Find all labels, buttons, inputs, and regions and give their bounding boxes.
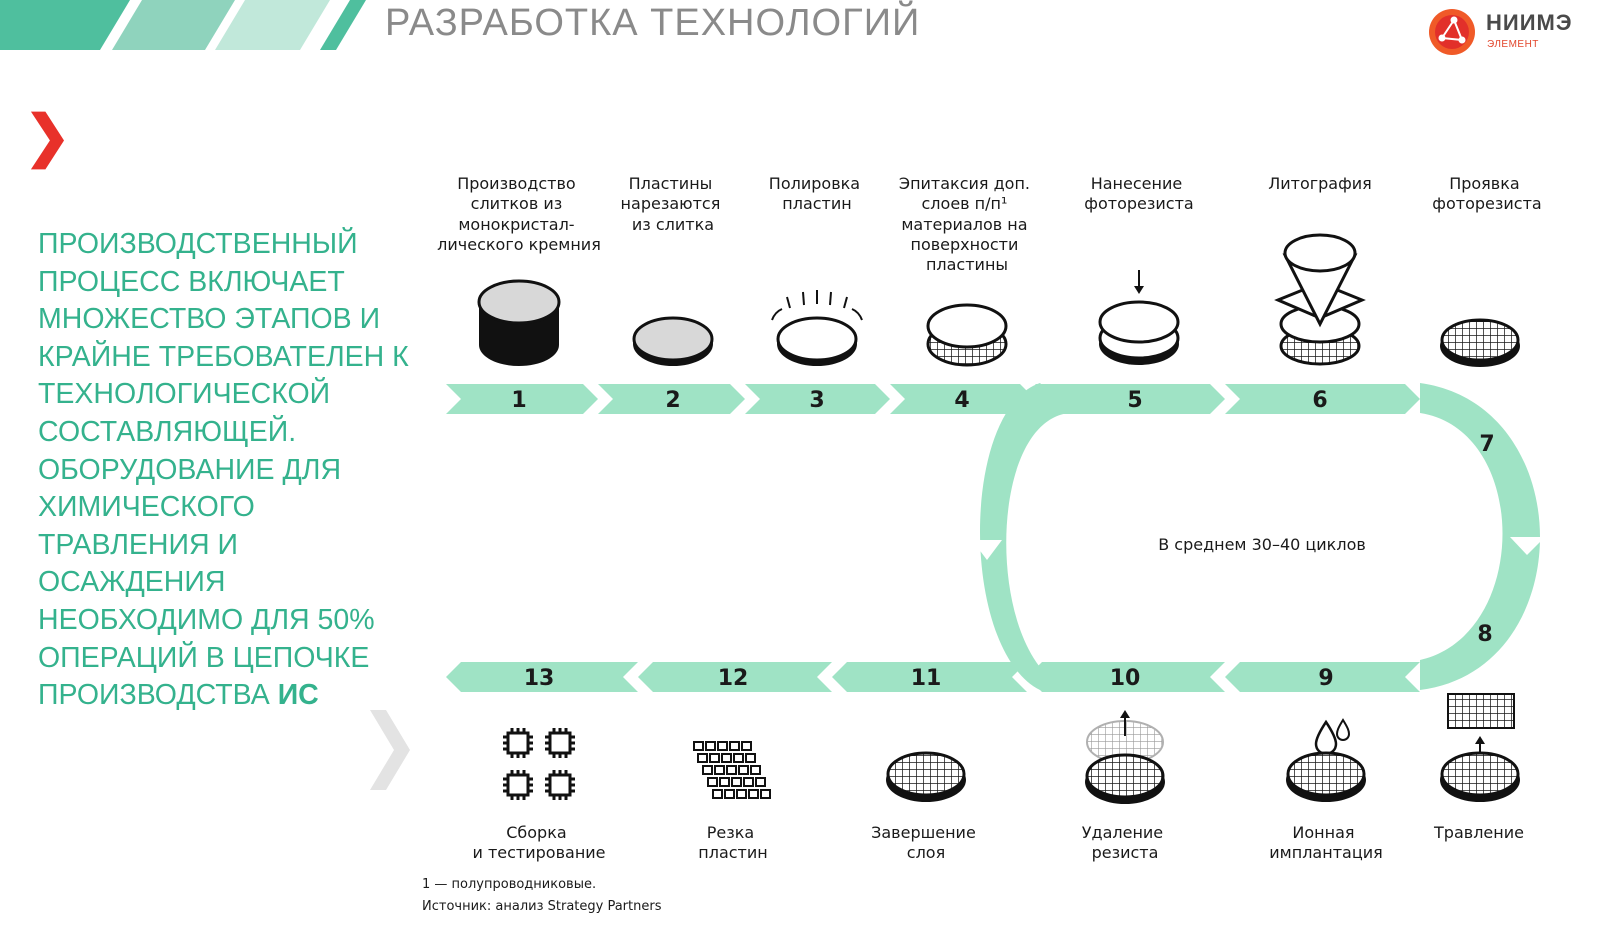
- step-arrow-6: [1225, 384, 1420, 414]
- step-arrow-12: [638, 662, 832, 692]
- red-chevron-icon: ❯: [24, 104, 71, 167]
- cycle-loop-left: [980, 383, 1070, 690]
- lithography-icon: [1274, 233, 1366, 366]
- step-label-2: Пластины нарезаются из слитка: [621, 174, 726, 234]
- ingot-icon: [477, 279, 561, 366]
- logo: НИИМЭ ЭЛЕМЕНТ: [1428, 6, 1588, 58]
- page-title: РАЗРАБОТКА ТЕХНОЛОГИЙ: [385, 2, 921, 44]
- step-arrow-4: [890, 384, 1035, 414]
- step-number-1: 1: [511, 388, 526, 413]
- step-arrow-13: [446, 662, 638, 692]
- chip-assembly-icon: [503, 728, 575, 800]
- step-arrow-2: [598, 384, 745, 414]
- step-arrow-1: [446, 384, 598, 414]
- step-number-7: 7: [1479, 432, 1494, 457]
- dicing-icon: [693, 741, 771, 799]
- step-label-1: Производство слитков из монокристал- лич…: [437, 174, 601, 254]
- step-arrow-10: [1027, 662, 1225, 692]
- step-label-10: Удаление резиста: [1082, 823, 1168, 862]
- step-number-10: 10: [1110, 666, 1141, 691]
- footnote-semiconductor: 1 — полупроводниковые.: [422, 877, 597, 892]
- footnote-source: Источник: анализ Strategy Partners: [422, 899, 662, 914]
- step-label-11: Завершение слоя: [871, 823, 981, 862]
- logo-subtitle: ЭЛЕМЕНТ: [1487, 39, 1539, 50]
- lead-text-main: ПРОИЗВОДСТВЕННЫЙ ПРОЦЕСС ВКЛЮЧАЕТ МНОЖЕС…: [38, 228, 409, 712]
- etch-wafer-icon: [1440, 693, 1520, 802]
- lead-text-emphasis: ИС: [277, 679, 319, 712]
- step-number-4: 4: [954, 388, 969, 413]
- step-number-13: 13: [524, 666, 555, 691]
- grey-chevron-icon: [370, 710, 410, 790]
- step-arrow-11: [832, 662, 1027, 692]
- step-arrow-9: [1225, 662, 1420, 692]
- epitaxy-wafer-icon: [926, 303, 1008, 367]
- step-arrow-5: [1035, 384, 1225, 414]
- step-label-8: Травление: [1433, 823, 1524, 842]
- step-number-9: 9: [1318, 666, 1333, 691]
- step-label-3: Полировка пластин: [769, 174, 865, 213]
- logo-mark-icon: [1429, 9, 1475, 55]
- step-label-7: Проявка фоторезиста: [1432, 174, 1541, 213]
- step-number-5: 5: [1127, 388, 1142, 413]
- finished-layer-icon: [886, 751, 966, 802]
- step-number-8: 8: [1477, 622, 1492, 647]
- photoresist-wafer-icon: [1098, 270, 1180, 365]
- step-label-6: Литография: [1268, 174, 1372, 193]
- step-arrow-3: [745, 384, 890, 414]
- footnotes: 1 — полупроводниковые. Источник: анализ …: [422, 874, 661, 918]
- step-label-9: Ионная имплантация: [1269, 823, 1382, 862]
- developed-wafer-icon: [1440, 318, 1520, 367]
- step-number-2: 2: [665, 388, 680, 413]
- logo-name: НИИМЭ: [1486, 10, 1573, 35]
- wafer-icon: [632, 316, 714, 366]
- lead-text: ПРОИЗВОДСТВЕННЫЙ ПРОЦЕСС ВКЛЮЧАЕТ МНОЖЕС…: [38, 226, 418, 715]
- step-label-13: Сборка и тестирование: [472, 823, 605, 862]
- polished-wafer-icon: [771, 290, 863, 366]
- cycle-loop-right: [1420, 383, 1540, 690]
- step-label-4: Эпитаксия доп. слоев п/п¹ материалов на …: [899, 174, 1035, 274]
- step-number-6: 6: [1312, 388, 1327, 413]
- step-label-12: Резка пластин: [698, 823, 767, 862]
- ion-implant-icon: [1286, 718, 1366, 802]
- resist-removal-icon: [1085, 710, 1165, 804]
- step-number-11: 11: [911, 666, 942, 691]
- cycle-label: В среднем 30–40 циклов: [1158, 535, 1366, 554]
- step-number-3: 3: [809, 388, 824, 413]
- header-stripes: [0, 0, 366, 50]
- step-label-5: Нанесение фоторезиста: [1084, 174, 1193, 213]
- step-number-12: 12: [718, 666, 749, 691]
